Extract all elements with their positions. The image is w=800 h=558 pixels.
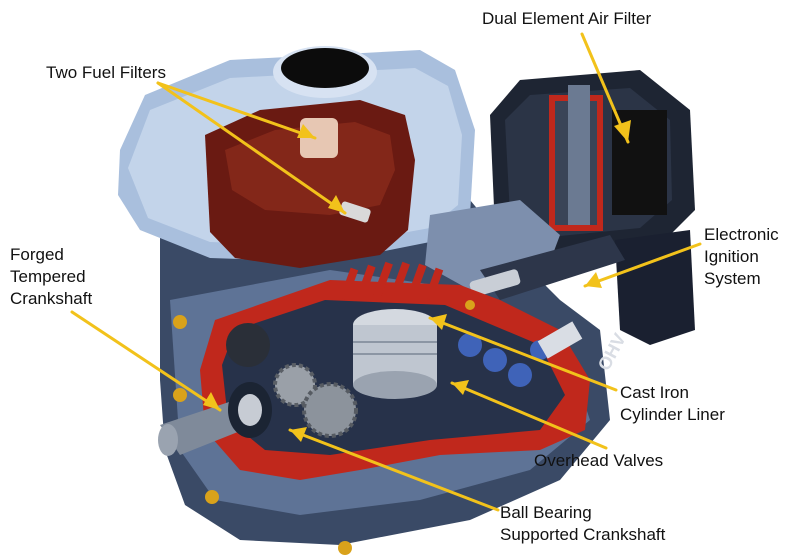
housing-bolts: [173, 300, 475, 555]
label-cylinder-liner: Cast Iron Cylinder Liner: [620, 382, 725, 426]
rocker-arm: [537, 321, 583, 359]
label-cylinder-liner-line: Cast Iron: [620, 383, 689, 402]
label-valves: Overhead Valves: [534, 451, 664, 470]
fuel-filter-screen: [300, 118, 338, 158]
flywheel-hub: [226, 323, 270, 367]
arrowhead-fuel-filter-2: [328, 195, 345, 213]
label-cylinder-liner-line: Cylinder Liner: [620, 405, 725, 424]
leader-crankshaft: [70, 310, 222, 412]
bearing-race: [238, 394, 262, 426]
tank-interior-highlight: [225, 122, 395, 215]
piston-bottom: [353, 371, 437, 399]
ignition-housing: [615, 230, 695, 345]
arrowhead-fuel-filter-1: [297, 124, 315, 138]
leader-ball-bearing: [288, 428, 500, 512]
label-ignition-line: System: [704, 269, 761, 288]
fuel-filter-inline: [339, 201, 371, 223]
leader-fuel-filter-1: [156, 81, 317, 140]
leader-valves: [450, 381, 608, 450]
leader-cylinder-liner: [428, 316, 618, 392]
label-fuel-filters: Two Fuel Filters: [46, 63, 166, 82]
label-air-filter: Dual Element Air Filter: [482, 9, 652, 28]
leader-arrowheads: [203, 120, 631, 442]
arrowhead-crankshaft: [203, 392, 220, 410]
air-filter-bolt: [568, 85, 590, 225]
leader-ignition: [583, 242, 702, 288]
arrowhead-air-filter: [614, 120, 631, 142]
arrowhead-cylinder-liner: [430, 314, 447, 330]
shaft-end: [158, 424, 178, 456]
label-crankshaft: Forged Tempered Crankshaft: [10, 244, 92, 310]
arrowhead-ignition: [585, 272, 602, 288]
cam-gear: [273, 363, 317, 407]
label-ignition-line: Electronic: [704, 225, 779, 244]
leader-fuel-filter-2: [156, 81, 347, 215]
spark-plug: [469, 269, 521, 297]
label-ball-bearing-line: Supported Crankshaft: [500, 525, 666, 544]
label-ball-bearing-line: Ball Bearing: [500, 503, 592, 522]
label-crankshaft-line: Forged: [10, 245, 64, 264]
label-crankshaft-line: Tempered: [10, 267, 86, 286]
fuel-cap-opening: [281, 48, 369, 88]
arrowhead-ball-bearing: [290, 427, 307, 442]
label-ignition-line: Ignition: [704, 247, 759, 266]
arrowhead-valves: [452, 380, 469, 395]
label-ball-bearing: Ball Bearing Supported Crankshaft: [500, 502, 665, 546]
crank-gear: [302, 382, 358, 438]
label-crankshaft-line: Crankshaft: [10, 289, 93, 308]
cooling-fins: [339, 261, 444, 301]
label-ignition: Electronic Ignition System: [704, 224, 779, 290]
